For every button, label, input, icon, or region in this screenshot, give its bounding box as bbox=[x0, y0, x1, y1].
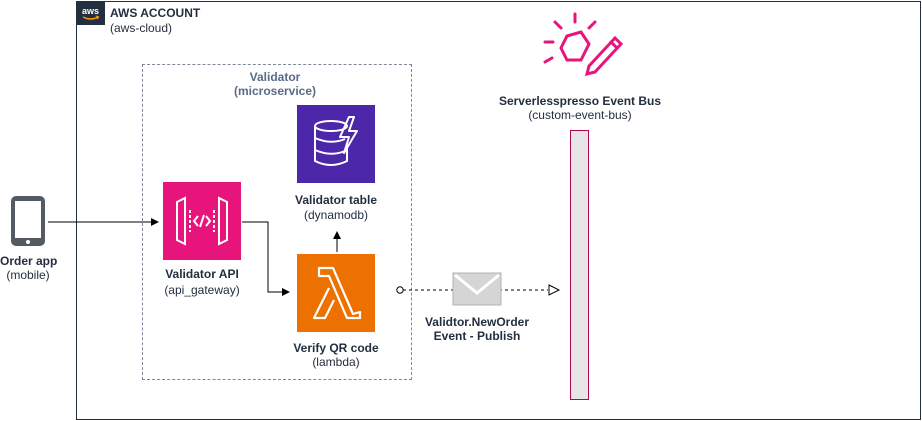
event-source-dot bbox=[396, 286, 404, 294]
validator-group-subtitle: (microservice) bbox=[233, 84, 317, 98]
api-title: Validator API bbox=[165, 267, 239, 281]
event-bus-title: Serverlesspresso Event Bus bbox=[498, 94, 662, 108]
event-bus-bar bbox=[570, 130, 589, 400]
lambda-icon bbox=[297, 254, 375, 332]
envelope-icon bbox=[452, 272, 502, 306]
api-to-lambda-arrow bbox=[242, 221, 290, 296]
table-title: Validator table bbox=[294, 193, 378, 207]
order-app-subtitle: (mobile) bbox=[6, 268, 50, 282]
svg-text:aws: aws bbox=[82, 6, 99, 16]
account-title: AWS ACCOUNT bbox=[110, 6, 201, 20]
api-gateway-icon bbox=[163, 182, 241, 260]
aws-logo-icon: aws bbox=[76, 1, 105, 25]
dynamodb-icon bbox=[297, 105, 375, 183]
aws-account-frame bbox=[76, 1, 921, 420]
event-publish-label: Event - Publish bbox=[433, 329, 521, 343]
event-name-label: Validtor.NewOrder bbox=[424, 315, 530, 329]
event-bus-subtitle: (custom-event-bus) bbox=[528, 108, 632, 122]
order-app-title: Order app bbox=[0, 254, 58, 268]
eventbridge-icon bbox=[537, 8, 624, 82]
api-subtitle: (api_gateway) bbox=[164, 283, 240, 297]
mobile-phone-icon bbox=[10, 195, 46, 247]
lambda-subtitle: (lambda) bbox=[312, 355, 360, 369]
lambda-title: Verify QR code bbox=[293, 341, 379, 355]
event-target-arrowhead bbox=[548, 284, 561, 296]
account-subtitle: (aws-cloud) bbox=[110, 21, 173, 35]
validator-group-title: Validator bbox=[249, 70, 301, 84]
table-subtitle: (dynamodb) bbox=[303, 208, 369, 222]
